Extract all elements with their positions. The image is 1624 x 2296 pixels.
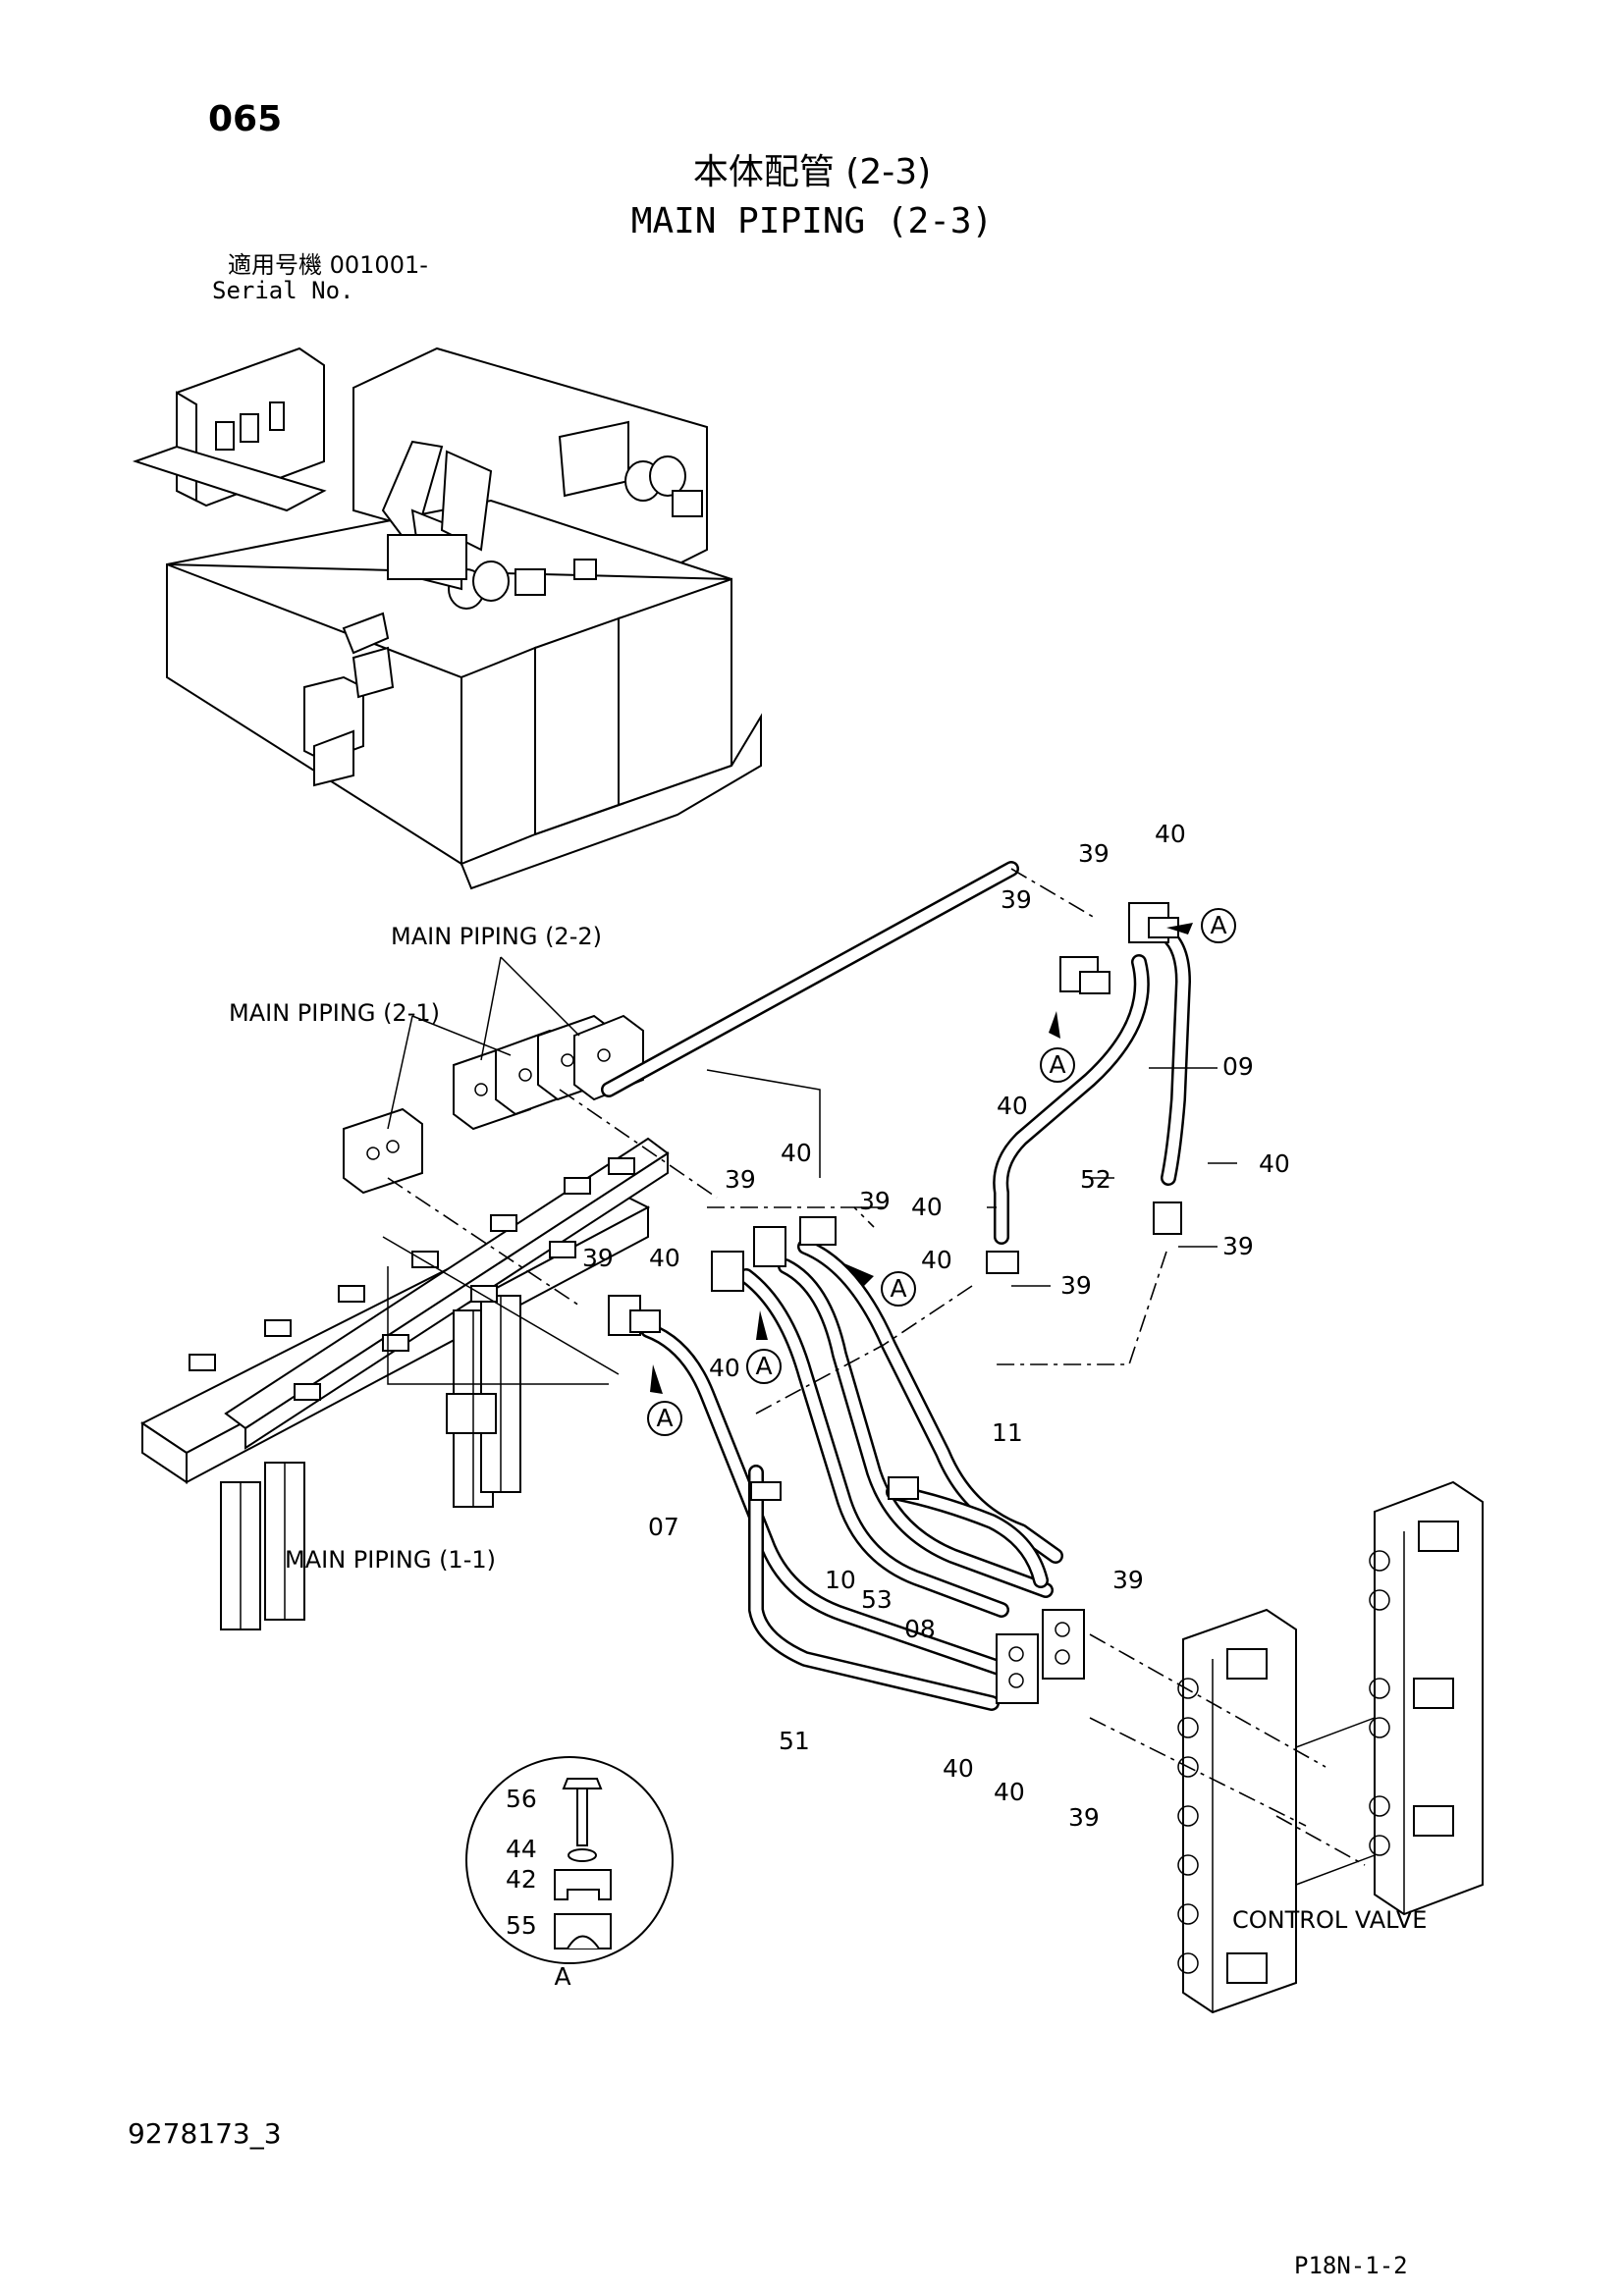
detail-marker-3 (881, 1271, 916, 1307)
part-label-51: 51 (779, 1727, 810, 1755)
main-frame-drawing (140, 1137, 670, 1630)
part-label-42: 42 (506, 1865, 537, 1894)
part-label-40: 40 (921, 1246, 952, 1274)
part-label-07: 07 (648, 1513, 679, 1541)
control-valve-label: CONTROL VALVE (1232, 1906, 1427, 1934)
main-piping-1-1-label: MAIN PIPING (1-1) (285, 1546, 496, 1574)
manifold-blocks (343, 1014, 644, 1195)
document-number: 9278173_3 (128, 2117, 282, 2150)
callout-connectors (387, 956, 1237, 1287)
pipe-routing (601, 861, 1191, 1711)
page-code: P18N-1-2 (1294, 2252, 1408, 2279)
detail-marker-4 (746, 1349, 782, 1384)
part-number-labels: 39 40 39 40 09 40 39 39 52 40 40 39 40 3… (506, 820, 1290, 1940)
machine-overview-drawing (132, 347, 762, 890)
detail-a-caption: A (554, 1962, 570, 1991)
part-label-39: 39 (725, 1165, 756, 1194)
detail-markers: A A A A A A (554, 908, 1236, 1991)
page-number: 065 (208, 99, 283, 139)
main-piping-2-2-label: MAIN PIPING (2-2) (391, 923, 602, 950)
part-label-39: 39 (1060, 1271, 1092, 1300)
part-label-39: 39 (1001, 885, 1032, 914)
part-label-40: 40 (1155, 820, 1186, 848)
part-label-53: 53 (861, 1585, 893, 1614)
part-label-08: 08 (904, 1615, 936, 1643)
part-label-56: 56 (506, 1785, 537, 1813)
detail-marker-label: A (1049, 1050, 1065, 1079)
detail-a-inset (465, 1756, 674, 1964)
detail-marker-label: A (1210, 911, 1226, 939)
part-label-55: 55 (506, 1911, 537, 1940)
part-label-39: 39 (1068, 1803, 1100, 1832)
part-label-52: 52 (1080, 1165, 1111, 1194)
part-label-39: 39 (1222, 1232, 1254, 1260)
part-label-39: 39 (1112, 1566, 1144, 1594)
part-label-40: 40 (911, 1193, 943, 1221)
detail-marker-label: A (890, 1274, 906, 1303)
part-label-11: 11 (992, 1418, 1023, 1447)
leader-lines (382, 868, 1366, 1866)
detail-marker-label: A (656, 1404, 673, 1432)
part-label-40: 40 (649, 1244, 680, 1272)
detail-marker-1 (1201, 908, 1236, 943)
detail-marker-5 (647, 1401, 682, 1436)
part-label-44: 44 (506, 1835, 537, 1863)
part-label-09: 09 (1222, 1052, 1254, 1081)
part-label-40: 40 (1259, 1149, 1290, 1178)
part-label-40: 40 (709, 1354, 740, 1382)
detail-marker-label: A (755, 1352, 772, 1380)
callout-labels: MAIN PIPING (2-2) MAIN PIPING (2-1) MAIN… (229, 923, 1427, 1934)
part-label-39: 39 (582, 1244, 614, 1272)
serial-label: Serial No. (212, 277, 354, 304)
control-valve-drawing (1177, 1480, 1484, 2014)
part-label-10: 10 (825, 1566, 856, 1594)
part-label-40: 40 (781, 1139, 812, 1167)
part-label-40: 40 (994, 1778, 1025, 1806)
part-label-40: 40 (943, 1754, 974, 1783)
detail-marker-2 (1040, 1047, 1075, 1083)
page-title: MAIN PIPING (2-3) (630, 201, 994, 241)
fittings (608, 902, 1182, 1704)
part-label-40: 40 (997, 1092, 1028, 1120)
page-title-japanese: 本体配管 (2-3) (692, 152, 932, 192)
serial-label-japanese: 適用号機 001001- (228, 251, 428, 279)
part-label-39: 39 (859, 1187, 891, 1215)
main-piping-2-1-label: MAIN PIPING (2-1) (229, 999, 440, 1027)
part-label-39: 39 (1078, 839, 1110, 868)
